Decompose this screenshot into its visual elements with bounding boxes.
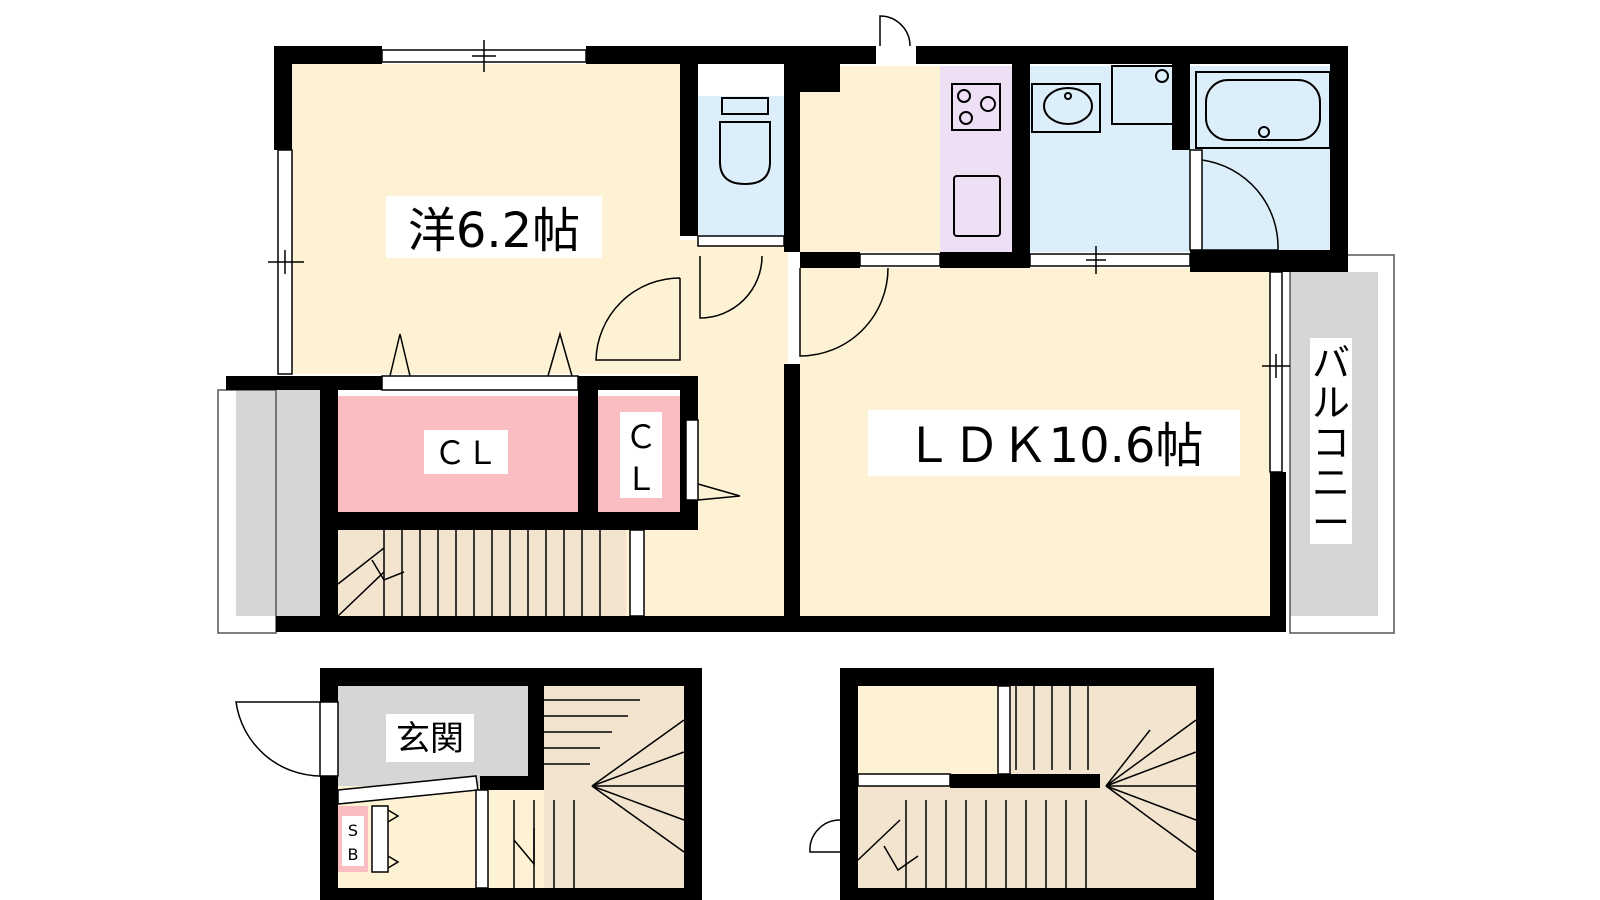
ldk-label-bg	[868, 410, 1240, 476]
small-closet-door	[685, 419, 699, 501]
kitchen-counter	[940, 66, 1012, 252]
lower-left-stairs	[544, 686, 684, 888]
entrance-label: 玄関	[396, 719, 464, 759]
shoe-box-label-bg	[342, 816, 364, 866]
drain-icon	[1155, 69, 1169, 83]
balcony-label-1: バ	[1312, 341, 1350, 385]
bathroom	[1190, 66, 1338, 252]
balcony-label-5: ー	[1312, 501, 1350, 545]
entry-corridor-floor	[800, 66, 940, 252]
lower-left-stair-treads	[513, 699, 685, 888]
lower-right-walls	[840, 668, 1214, 900]
balcony-label-4: ニ	[1312, 461, 1350, 505]
lower-left-walls	[320, 668, 702, 900]
window-marks	[268, 40, 1290, 378]
balcony-label-bg	[1310, 338, 1352, 544]
western-room-label: 洋6.2帖	[408, 203, 580, 259]
left-outdoor-area	[236, 390, 320, 616]
closet-small-label-bg	[620, 412, 662, 498]
stove-icon	[951, 83, 1001, 131]
lower-right-doors	[809, 685, 1011, 853]
upper-walls	[226, 46, 1348, 632]
closet-small-label-c: Ｃ	[625, 418, 657, 456]
stair-landing-floor	[626, 520, 786, 616]
western-room-label-bg	[386, 196, 602, 258]
entrance-label-bg	[386, 714, 474, 762]
shoe-box-label-b: B	[348, 845, 359, 864]
door-swings-upper	[389, 15, 1279, 501]
closet-main-label-bg	[424, 430, 508, 474]
lower-right-floor	[858, 686, 998, 786]
washroom	[1030, 66, 1190, 252]
stair-handrail	[629, 529, 645, 617]
toilet-room	[698, 96, 784, 236]
ldk-label: ＬＤＫ10.6帖	[905, 418, 1204, 474]
closet-small-label-l: Ｌ	[625, 460, 657, 498]
washbasin-icon	[1031, 83, 1101, 133]
upper-stairs	[338, 530, 626, 616]
upper-stair-treads	[337, 530, 601, 617]
lower-right-stair-treads	[857, 686, 1197, 888]
sink-icon	[953, 175, 1001, 237]
toilet-icon	[719, 97, 771, 186]
closet-main-label: ＣＬ	[434, 434, 498, 472]
balcony-label-3: コ	[1312, 421, 1350, 465]
lower-right-stairs-lower	[858, 786, 998, 888]
shoe-box-label-s: S	[348, 821, 358, 840]
balcony-label-2: ル	[1312, 381, 1350, 425]
lower-left-doors	[235, 701, 489, 889]
